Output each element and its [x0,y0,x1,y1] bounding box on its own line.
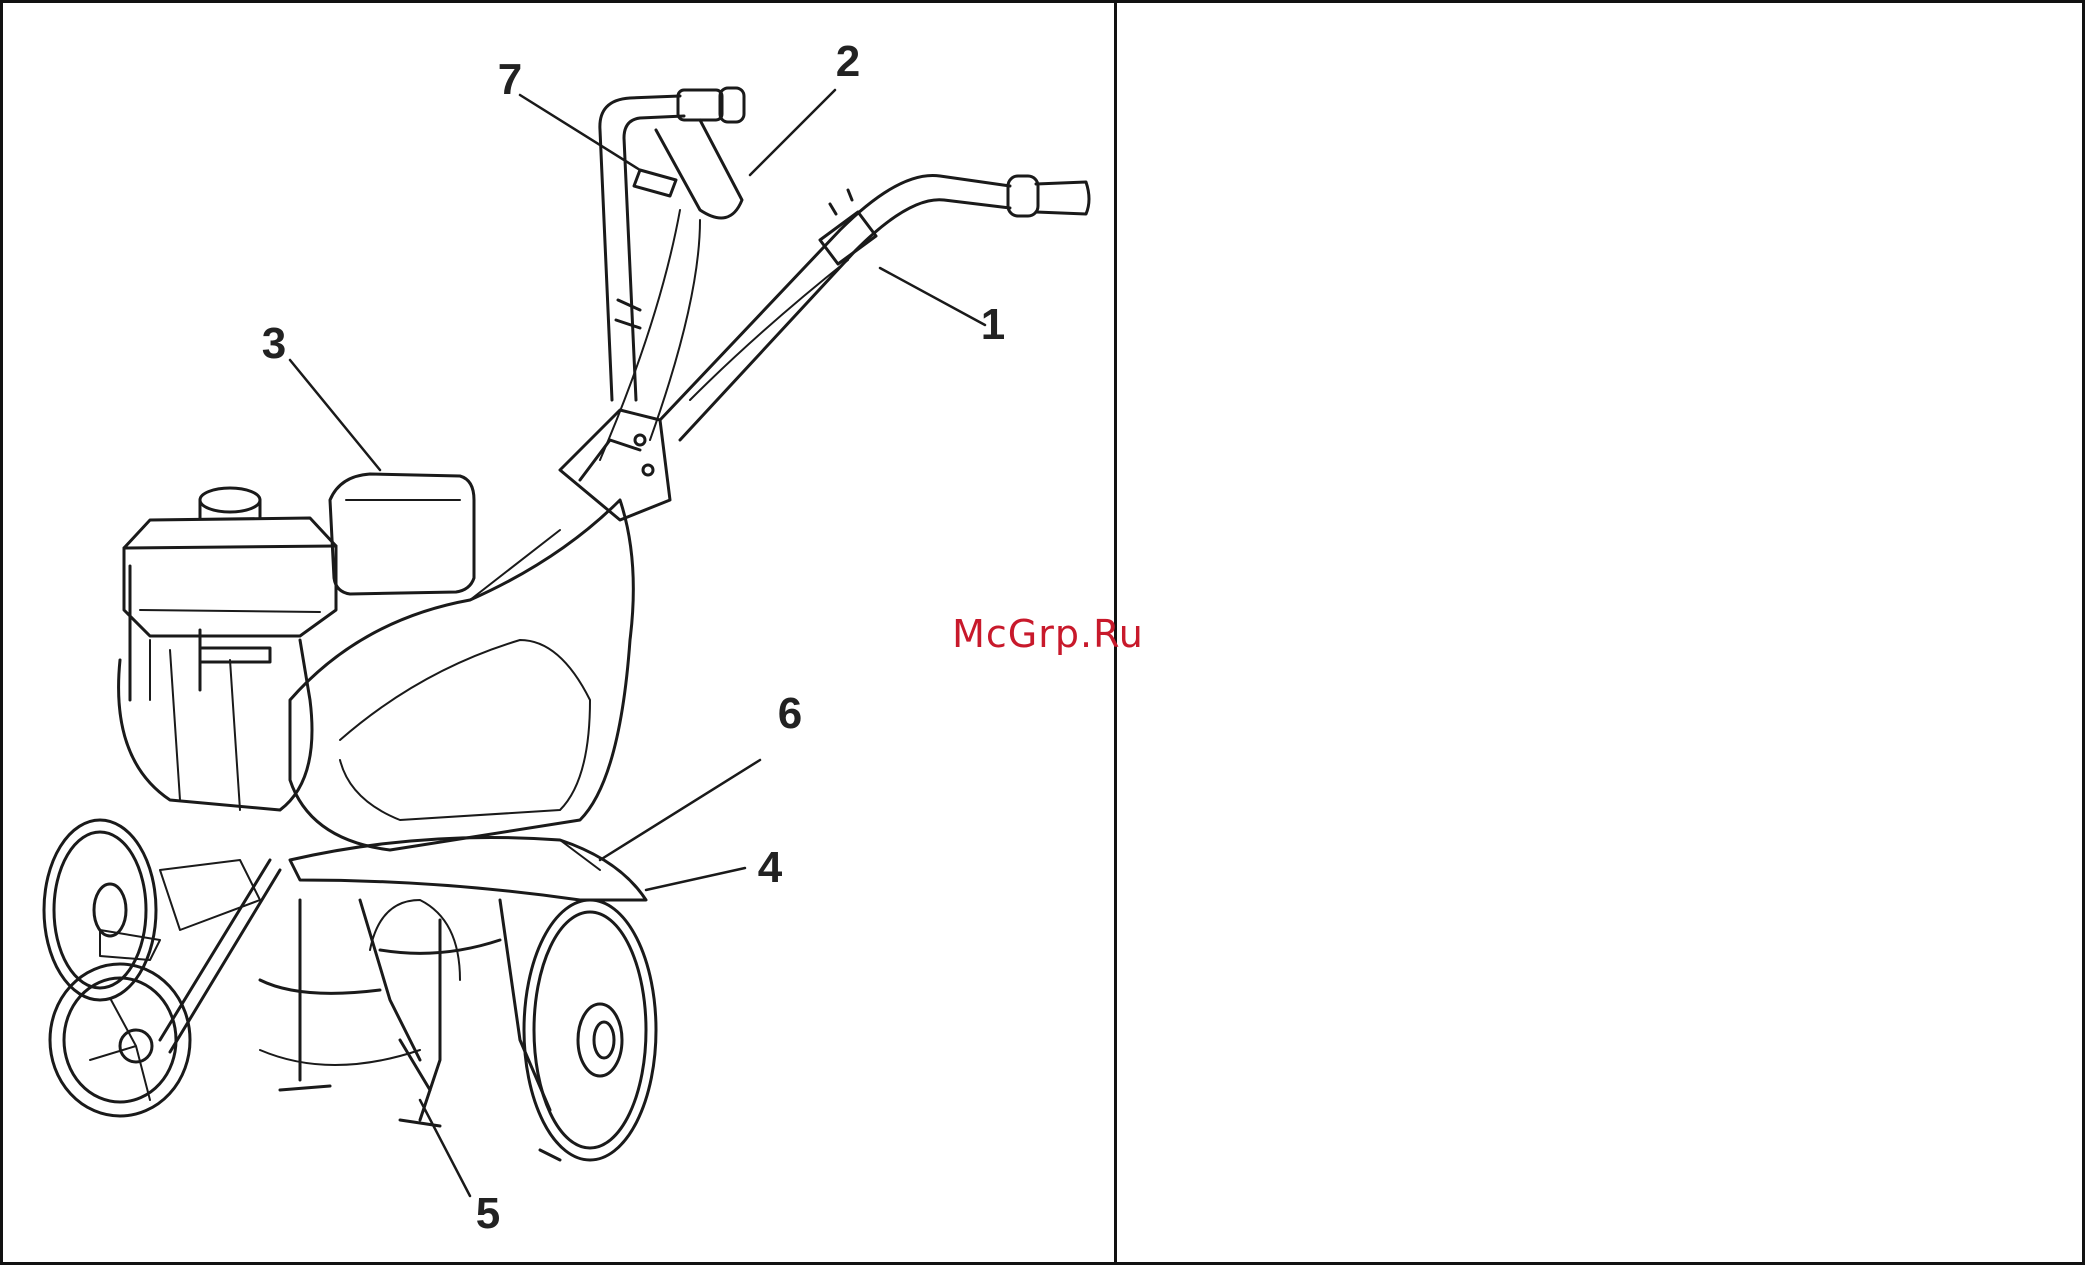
leader-6 [600,760,760,860]
callout-1: 1 [981,303,1005,347]
callout-3: 3 [262,322,286,366]
leader-7 [520,95,640,170]
leader-1 [880,268,985,325]
watermark: McGrp.Ru [952,612,1144,656]
tiller-drawing [0,0,1114,1265]
callout-2: 2 [836,40,860,84]
callout-5: 5 [476,1192,500,1236]
engine [119,488,336,810]
callout-6: 6 [778,692,802,736]
right-handle [660,175,1089,440]
leader-2 [750,90,835,175]
side-wheel-left [44,820,156,1000]
tines [260,900,560,1160]
side-wheel-right [524,900,656,1160]
transmission-cover [290,500,633,850]
leader-3 [290,360,380,470]
leader-5 [420,1100,470,1196]
leader-4 [646,868,745,890]
transport-wheel [50,860,280,1116]
tiller-illustration: 1 2 3 4 5 6 7 [0,0,1114,1265]
fuel-tank [330,474,474,594]
callout-4: 4 [758,846,782,890]
fender [290,838,646,901]
callout-7: 7 [498,58,522,102]
leader-lines [290,90,985,1196]
